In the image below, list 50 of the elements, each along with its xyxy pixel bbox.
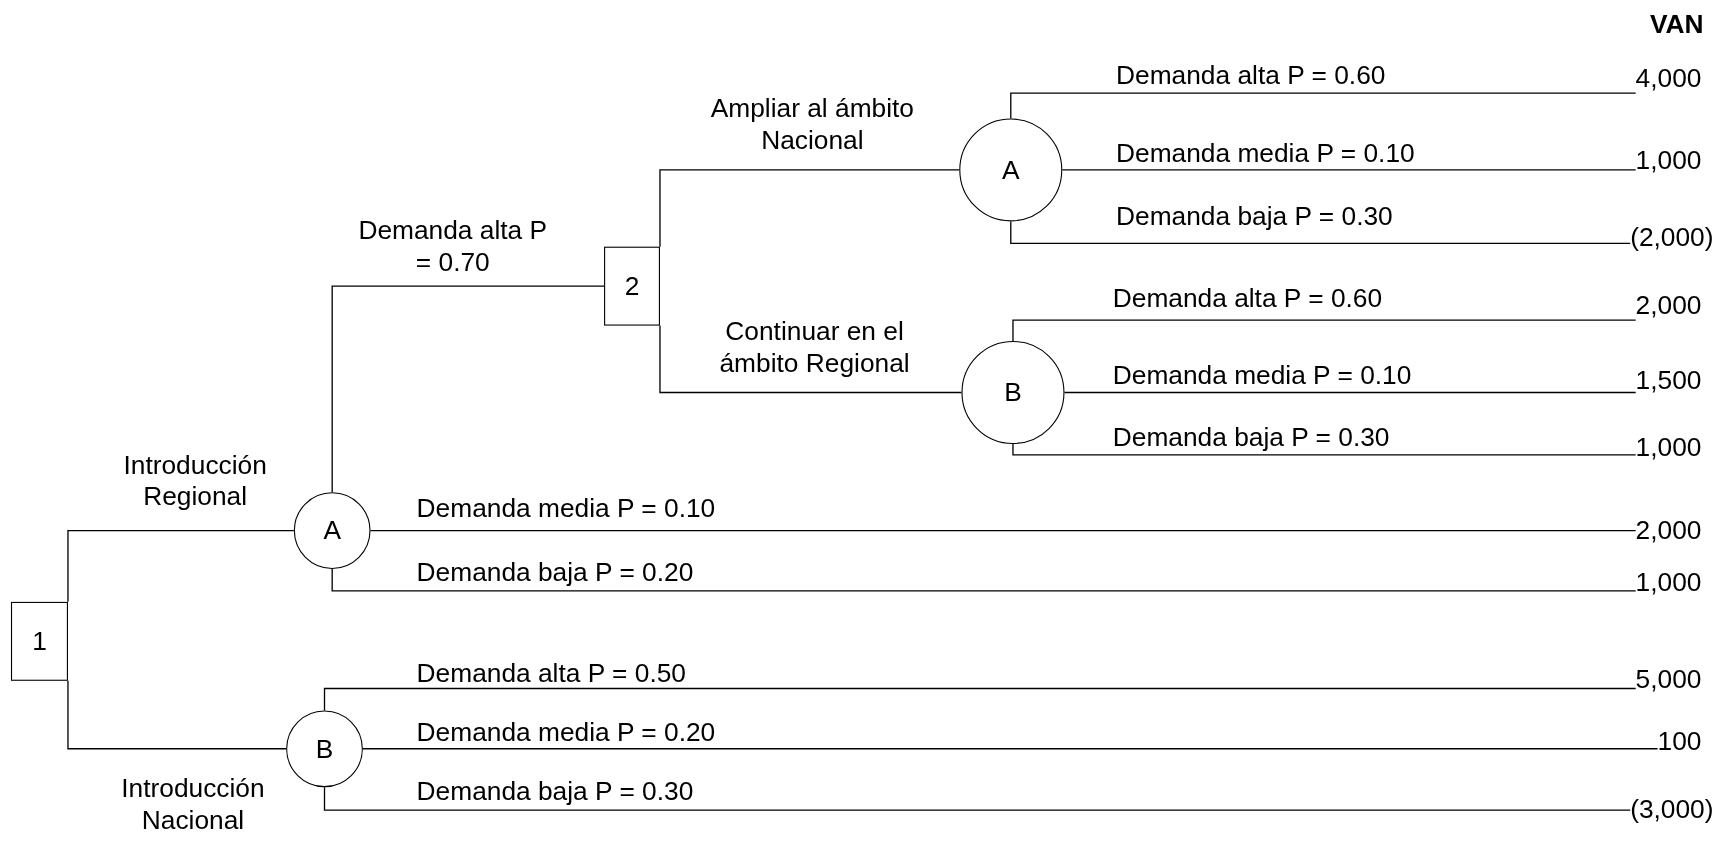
payoff-value: 4,000 bbox=[1635, 60, 1702, 96]
chance-node-circle: A bbox=[293, 492, 371, 569]
payoff-value: (3,000) bbox=[1630, 791, 1714, 827]
branch-line bbox=[1063, 391, 1637, 394]
edge-label: Demanda baja P = 0.30 bbox=[1116, 200, 1393, 233]
decision-box: 2 bbox=[604, 246, 660, 326]
edge-label: Demanda media P = 0.10 bbox=[416, 493, 716, 525]
edge-label: Introducción Regional bbox=[122, 449, 268, 513]
branch-line bbox=[369, 529, 1637, 532]
edge-label: Demanda media P = 0.20 bbox=[416, 717, 716, 749]
payoff-value: (2,000) bbox=[1630, 219, 1714, 255]
payoff-value: 1,000 bbox=[1635, 429, 1702, 465]
column-header: VAN bbox=[1649, 8, 1704, 41]
edge-label: Demanda alta P = 0.50 bbox=[416, 657, 686, 690]
payoff-value: 2,000 bbox=[1635, 513, 1702, 549]
payoff-value: 1,000 bbox=[1635, 142, 1702, 178]
edge-label: Ampliar al ámbito Nacional bbox=[709, 93, 915, 157]
payoff-value: 2,000 bbox=[1635, 287, 1702, 323]
payoff-value: 1,500 bbox=[1635, 362, 1702, 398]
branch-line bbox=[67, 680, 287, 750]
payoff-value: 100 bbox=[1657, 723, 1702, 759]
chance-node-circle: B bbox=[286, 710, 363, 788]
payoff-value: 1,000 bbox=[1635, 564, 1702, 600]
branch-line bbox=[67, 529, 295, 603]
branch-line bbox=[1010, 92, 1637, 120]
edge-label: Demanda alta P = 0.60 bbox=[1116, 60, 1386, 92]
edge-label: Demanda alta P = 0.70 bbox=[357, 214, 549, 278]
branch-line bbox=[323, 786, 1631, 811]
branch-line bbox=[659, 324, 963, 394]
branch-line bbox=[1010, 220, 1631, 245]
edge-label: Introducción Nacional bbox=[120, 772, 266, 837]
edge-label: Demanda media P = 0.10 bbox=[1116, 138, 1415, 170]
branch-line bbox=[331, 285, 605, 493]
chance-node-circle: B bbox=[961, 340, 1065, 444]
edge-label: Demanda baja P = 0.30 bbox=[1112, 422, 1390, 454]
branch-line bbox=[362, 748, 1659, 750]
branch-line bbox=[1012, 443, 1637, 456]
branch-line bbox=[1061, 169, 1637, 171]
branch-line bbox=[331, 568, 1637, 592]
branch-line bbox=[1012, 319, 1637, 342]
chance-node-circle: A bbox=[959, 118, 1063, 222]
branch-line bbox=[323, 687, 1637, 712]
edge-label: Demanda media P = 0.10 bbox=[1112, 359, 1412, 392]
edge-label: Demanda baja P = 0.20 bbox=[416, 556, 694, 589]
branch-line bbox=[659, 169, 960, 248]
decision-box: 1 bbox=[10, 601, 68, 681]
edge-label: Continuar en el ámbito Regional bbox=[718, 315, 911, 379]
payoff-value: 5,000 bbox=[1635, 662, 1702, 698]
edge-label: Demanda alta P = 0.60 bbox=[1112, 282, 1383, 315]
edge-label: Demanda baja P = 0.30 bbox=[416, 776, 694, 808]
